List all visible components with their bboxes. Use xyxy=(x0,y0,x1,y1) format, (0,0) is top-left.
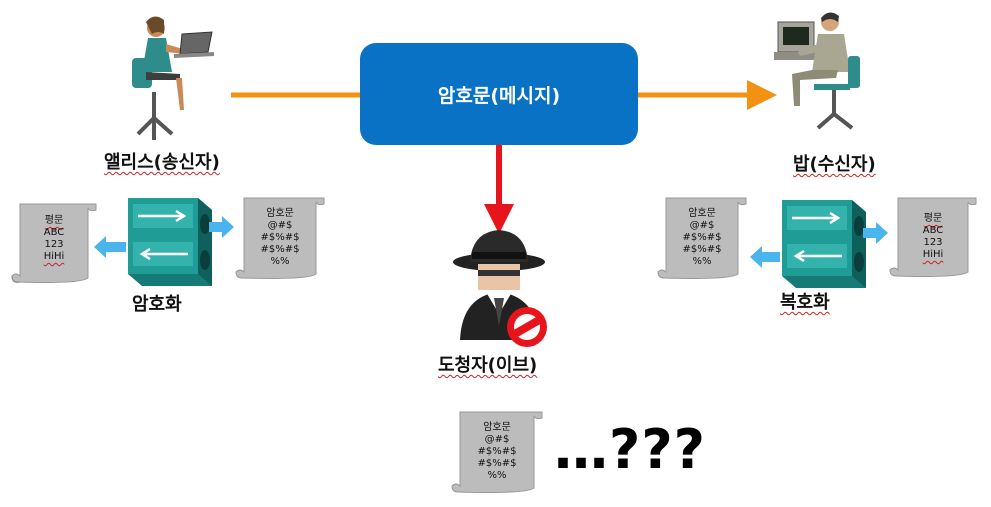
scroll-line: 평문 xyxy=(923,213,943,224)
woman-at-laptop-icon xyxy=(132,16,214,140)
scroll-line: #$%#$ xyxy=(682,232,722,243)
ciphertext-message-box: 암호문(메시지) xyxy=(360,43,638,145)
scroll-line: 암호문 xyxy=(266,208,294,219)
scroll-line: #$%#$ xyxy=(477,458,517,469)
scroll-line: HiHi xyxy=(922,249,944,260)
decrypt-input-arrow xyxy=(750,246,780,268)
spy-icon xyxy=(453,230,547,347)
scroll-shape xyxy=(11,203,97,283)
scroll-line: #$%#$ xyxy=(682,244,722,255)
scroll-line: 평문 xyxy=(44,215,64,226)
eavesdropper-label: 도청자(이브) xyxy=(438,355,538,376)
encryption-device xyxy=(128,198,212,286)
scroll-line: %% xyxy=(487,470,507,481)
sender-label: 앨리스(송신자) xyxy=(104,152,220,173)
encrypt-input-arrow xyxy=(94,236,126,258)
scroll-line: #$%#$ xyxy=(260,232,300,243)
message-box-label: 암호문(메시지) xyxy=(437,84,561,107)
encryption-plaintext-scroll: 평문 ABC 123 HiHi xyxy=(10,202,98,286)
scroll-line: @#$ xyxy=(484,434,510,445)
scroll-shape xyxy=(235,197,325,279)
scroll-line: #$%#$ xyxy=(260,244,300,255)
decrypt-output-arrow xyxy=(863,222,888,244)
scroll-line: 123 xyxy=(923,237,943,248)
scroll-line: %% xyxy=(270,256,290,267)
decryption-ciphertext-scroll: 암호문 @#$ #$%#$ #$%#$ %% xyxy=(656,196,748,282)
scroll-line: HiHi xyxy=(43,251,65,262)
scroll-line: 123 xyxy=(44,239,64,250)
decryption-plaintext-scroll: 평문 ABC 123 HiHi xyxy=(888,196,978,280)
scroll-line: ABC xyxy=(922,225,944,236)
decryption-device xyxy=(782,200,866,288)
scroll-line: 암호문 xyxy=(483,422,511,433)
scroll-line: @#$ xyxy=(689,220,715,231)
encryption-label: 암호화 xyxy=(132,294,182,315)
scroll-line: @#$ xyxy=(267,220,293,231)
scroll-line: %% xyxy=(692,256,712,267)
scroll-line: ABC xyxy=(43,227,65,238)
scroll-shape xyxy=(889,197,977,277)
confused-caption: …??? xyxy=(554,418,706,481)
receiver-label: 밥(수신자) xyxy=(793,154,876,175)
scroll-shape xyxy=(451,411,543,493)
encrypt-output-arrow xyxy=(209,216,234,238)
man-at-computer-icon xyxy=(774,12,860,130)
intercepted-ciphertext-scroll: 암호문 @#$ #$%#$ #$%#$ %% xyxy=(450,410,544,496)
scroll-shape xyxy=(657,197,747,279)
scroll-line: #$%#$ xyxy=(477,446,517,457)
encryption-ciphertext-scroll: 암호문 @#$ #$%#$ #$%#$ %% xyxy=(234,196,326,282)
decryption-label: 복호화 xyxy=(780,292,830,313)
scroll-line: 암호문 xyxy=(688,208,716,219)
